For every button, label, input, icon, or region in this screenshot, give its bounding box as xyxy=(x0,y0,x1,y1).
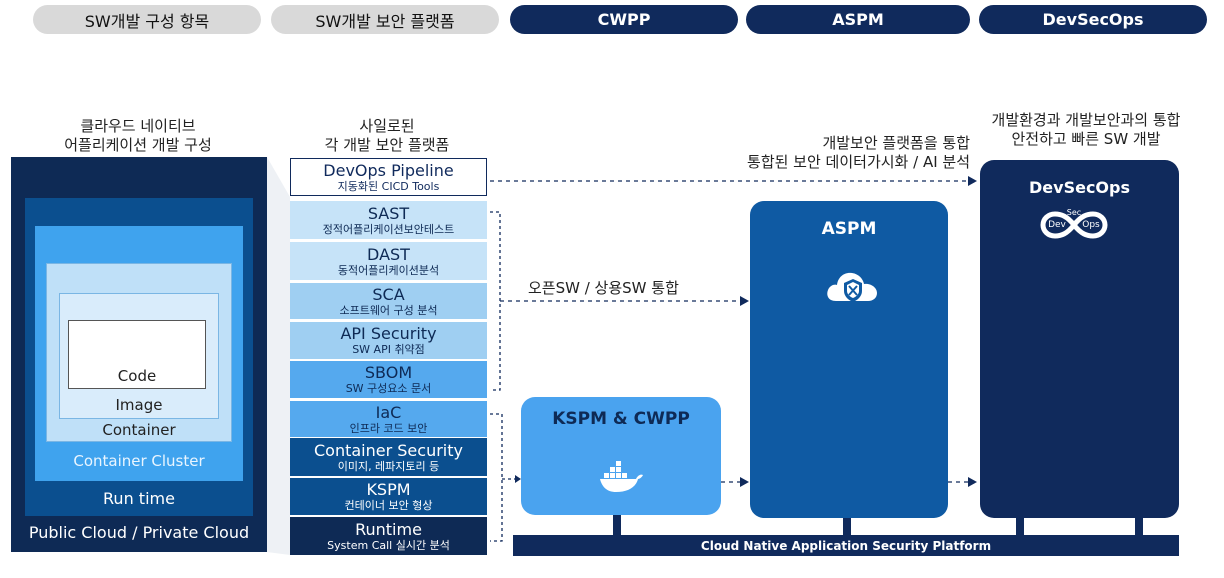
devsecops-box: DevSecOps Sec Dev Ops xyxy=(980,160,1179,518)
tool-name: SCA xyxy=(372,284,405,304)
image-layer-label: Image xyxy=(115,396,163,414)
app-tools-bracket xyxy=(490,211,501,391)
devsecops-note-line2: 안전하고 빠른 SW 개발 xyxy=(1011,130,1161,148)
devsecops-stand-right xyxy=(1135,518,1143,538)
logo-sec-text: Sec xyxy=(1066,208,1082,217)
tool-name: IaC xyxy=(375,402,402,422)
tool-runtime: Runtime System Call 실시간 분석 xyxy=(290,517,487,555)
visibility-note-line2: 통합된 보안 데이터가시화 / AI 분석 xyxy=(747,153,970,171)
integration-note: 오픈SW / 상용SW 통합 xyxy=(528,279,679,297)
tool-sbom: SBOM SW 구성요소 문서 xyxy=(290,361,487,398)
tool-name: SBOM xyxy=(364,363,413,382)
cloud-layer-label: Public Cloud / Private Cloud xyxy=(28,523,250,542)
logo-dev-text: Dev xyxy=(1048,220,1066,230)
tool-name: SAST xyxy=(367,203,410,223)
devsecops-note: 개발환경과 개발보안과의 통합 안전하고 빠른 SW 개발 xyxy=(970,111,1202,149)
tool-name: Container Security xyxy=(314,440,463,460)
cluster-layer-label: Container Cluster xyxy=(73,452,205,470)
header-pill-security-platform: SW개발 보안 플랫폼 xyxy=(271,5,499,34)
code-layer: Code xyxy=(68,320,206,389)
tool-sca: SCA 소프트웨어 구성 분석 xyxy=(290,283,487,319)
tool-sub: 지동화된 CICD Tools xyxy=(337,179,440,193)
container-layer-label: Container xyxy=(102,421,176,439)
tool-container-security: Container Security 이미지, 레파지토리 등 xyxy=(290,438,487,476)
header-pill-sw-components: SW개발 구성 항목 xyxy=(33,5,261,34)
devsecops-stand-left xyxy=(1016,518,1024,538)
aspm-to-devsecops-arrowhead xyxy=(968,477,977,487)
aspm-title: ASPM xyxy=(821,219,877,239)
tool-sub: System Call 실시간 분석 xyxy=(327,538,450,552)
kspm-to-aspm-arrowhead xyxy=(740,477,749,487)
visibility-note: 개발보안 플랫폼을 통합 통합된 보안 데이터가시화 / AI 분석 xyxy=(700,134,970,172)
tool-iac: IaC 인프라 코드 보안 xyxy=(290,401,487,437)
stack-connector-shape xyxy=(267,157,290,555)
tool-sub: 정적어플리케이션보안테스트 xyxy=(322,222,455,236)
kspm-cwpp-title: KSPM & CWPP xyxy=(552,409,690,429)
middle-caption-line1: 사일로된 xyxy=(359,117,415,135)
integration-arrowhead xyxy=(740,296,749,306)
devsecops-title: DevSecOps xyxy=(1029,178,1130,197)
visibility-note-line1: 개발보안 플랫폼을 통합 xyxy=(822,134,970,152)
tool-sub: 동적어플리케이션분석 xyxy=(337,263,440,277)
kspm-cwpp-box: KSPM & CWPP xyxy=(521,397,721,515)
tool-name: DAST xyxy=(367,244,410,264)
tool-sub: SW 구성요소 문서 xyxy=(345,382,432,395)
left-caption-line1: 클라우드 네이티브 xyxy=(80,117,196,135)
tool-sub: 인프라 코드 보안 xyxy=(349,421,428,435)
platform-bar: Cloud Native Application Security Platfo… xyxy=(513,535,1179,556)
tool-name: KSPM xyxy=(366,480,411,499)
tool-kspm: KSPM 컨테이너 보안 형상 xyxy=(290,478,487,515)
logo-ops-text: Ops xyxy=(1082,220,1100,230)
middle-caption: 사일로된 각 개발 보안 플랫폼 xyxy=(282,117,492,155)
aspm-stand xyxy=(843,518,851,538)
header-pill-devsecops: DevSecOps xyxy=(979,5,1207,34)
tool-name: API Security xyxy=(340,324,437,343)
kspm-stand xyxy=(613,514,621,538)
tool-dast: DAST 동적어플리케이션분석 xyxy=(290,242,487,280)
header-pill-aspm: ASPM xyxy=(746,5,970,34)
cloud-shield-icon xyxy=(827,272,877,302)
tool-devops-pipeline: DevOps Pipeline 지동화된 CICD Tools xyxy=(290,158,487,196)
infra-to-kspm-arrowhead xyxy=(515,475,521,483)
tool-name: DevOps Pipeline xyxy=(323,160,454,180)
tool-sast: SAST 정적어플리케이션보안테스트 xyxy=(290,201,487,239)
tool-api-security: API Security SW API 취약점 xyxy=(290,322,487,359)
devsecops-note-line1: 개발환경과 개발보안과의 통합 xyxy=(991,111,1181,129)
code-layer-label: Code xyxy=(117,367,157,385)
tool-sub: 소프트웨어 구성 분석 xyxy=(339,303,438,317)
tool-name: Runtime xyxy=(355,519,422,539)
tool-sub: SW API 취약점 xyxy=(352,343,425,356)
middle-caption-line2: 각 개발 보안 플랫폼 xyxy=(324,136,450,154)
tool-sub: 이미지, 레파지토리 등 xyxy=(337,459,440,473)
header-pill-cwpp: CWPP xyxy=(510,5,738,34)
runtime-layer-label: Run time xyxy=(103,489,175,508)
docker-whale-icon xyxy=(600,461,643,492)
devsecops-logo: Sec Dev Ops xyxy=(1039,208,1109,242)
aspm-box: ASPM xyxy=(750,201,948,518)
infinity-loop-icon xyxy=(1040,211,1108,239)
left-caption-line2: 어플리케이션 개발 구성 xyxy=(64,136,212,154)
left-caption: 클라우드 네이티브 어플리케이션 개발 구성 xyxy=(18,117,258,155)
pipeline-arrowhead xyxy=(968,176,977,186)
infra-tools-bracket xyxy=(490,413,503,542)
tool-sub: 컨테이너 보안 형상 xyxy=(344,499,433,512)
